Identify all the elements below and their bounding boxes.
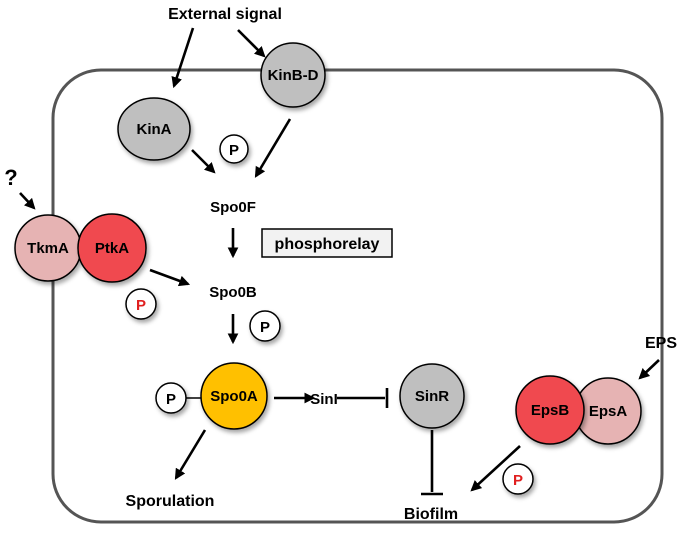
node-spo0a: Spo0A (200, 362, 268, 430)
question-label: ? (4, 165, 17, 190)
arrow-signal-to-kinbd (237, 29, 266, 58)
node-kinbd-label: KinB-D (268, 67, 319, 84)
spo0b-label: Spo0B (209, 284, 257, 301)
svg-text:P: P (229, 142, 239, 159)
phospho-p1: P (219, 134, 249, 164)
svg-text:P: P (260, 319, 270, 336)
phosphorelay-box (261, 228, 393, 258)
node-sinr: SinR (399, 363, 465, 429)
svg-text:P: P (513, 472, 523, 489)
arrow-eps-to-epsa (638, 359, 660, 380)
phospho-p5-red: P (502, 463, 534, 495)
svg-text:P: P (166, 391, 176, 408)
node-epsa: EpsA (574, 377, 642, 445)
node-ptka: PtkA (77, 213, 147, 283)
node-kina: KinA (117, 97, 191, 161)
node-tkma-label: TkmA (27, 240, 69, 257)
spo0f-label: Spo0F (210, 199, 256, 216)
external-signal-label: External signal (168, 6, 282, 23)
arrow-spo0a-to-sporulation (174, 429, 207, 480)
sini-label: SinI (310, 391, 338, 408)
biofilm-label: Biofilm (404, 506, 458, 523)
arrow-kinbd-to-spo0f (254, 118, 292, 178)
sporulation-label: Sporulation (126, 493, 215, 510)
arrow-epsb-to-biofilm (470, 445, 521, 492)
phosphorelay-label: phosphorelay (275, 236, 380, 253)
node-ptka-label: PtkA (95, 240, 129, 257)
node-sinr-label: SinR (415, 388, 449, 405)
node-kina-label: KinA (137, 121, 172, 138)
node-kinbd: KinB-D (260, 42, 326, 108)
arrow-ptka-to-spo0b (149, 268, 191, 287)
svg-text:P: P (136, 297, 146, 314)
node-tkma: TkmA (14, 214, 82, 282)
phospho-p4: P (155, 382, 187, 414)
arrow-signal-to-kina (171, 27, 195, 89)
node-epsa-label: EpsA (589, 403, 628, 420)
cell-membrane (51, 68, 664, 524)
arrow-question-to-tkma (19, 192, 36, 210)
node-epsb-label: EpsB (531, 402, 570, 419)
arrow-kina-to-spo0f (191, 149, 216, 174)
eps-label: EPS (645, 335, 677, 352)
node-spo0a-label: Spo0A (210, 388, 258, 405)
phospho-p2-red: P (125, 288, 157, 320)
phospho-p3: P (249, 310, 281, 342)
node-epsb: EpsB (515, 375, 585, 445)
